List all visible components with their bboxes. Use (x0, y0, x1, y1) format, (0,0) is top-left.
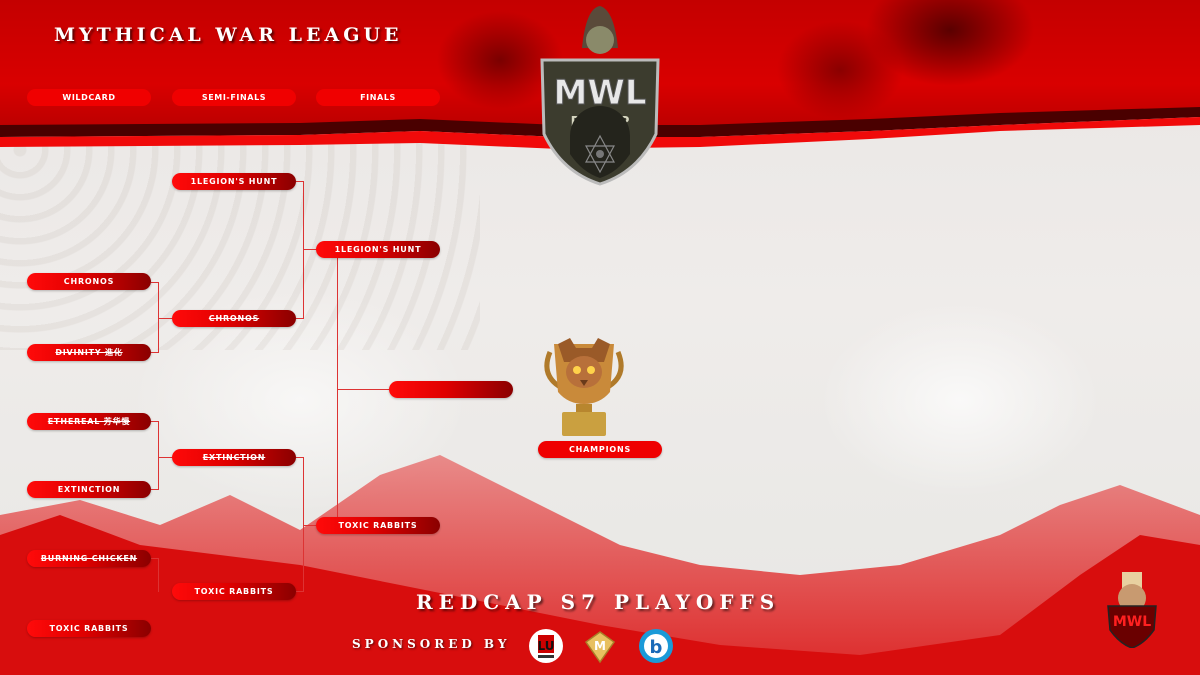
semifinal-team-3[interactable]: EXTINCTION (172, 449, 296, 466)
sponsored-by-label: SPONSORED BY (352, 637, 511, 651)
round-tab-semifinals[interactable]: SEMI-FINALS (172, 89, 296, 106)
connector (296, 318, 304, 319)
final-team-1[interactable]: 1LEGION'S HUNT (316, 241, 440, 258)
connector (151, 558, 159, 559)
wildcard-team-2[interactable]: DIVINITY 進化 (27, 344, 151, 361)
svg-text:M: M (594, 639, 606, 653)
wildcard-team-1[interactable]: CHRONOS (27, 273, 151, 290)
connector (151, 421, 159, 422)
league-title: MYTHICAL WAR LEAGUE (54, 24, 403, 46)
round-tab-finals[interactable]: FINALS (316, 89, 440, 106)
mwl-corner-logo: MWL (1107, 572, 1157, 648)
connector (158, 282, 159, 353)
winner-slot[interactable] (389, 381, 513, 398)
svg-text:MWL: MWL (1113, 614, 1151, 630)
semifinal-team-2[interactable]: CHRONOS (172, 310, 296, 327)
champions-label: CHAMPIONS (538, 441, 662, 458)
connector (151, 282, 159, 283)
playoffs-subtitle: REDCAP S7 PLAYOFFS (416, 590, 781, 614)
wildcard-team-4[interactable]: EXTINCTION (27, 481, 151, 498)
svg-text:b: b (650, 637, 663, 658)
connector (303, 457, 304, 592)
connector (296, 181, 304, 182)
semifinal-team-1[interactable]: 1LEGION'S HUNT (172, 173, 296, 190)
svg-text:LU: LU (538, 639, 555, 653)
connector (303, 181, 304, 319)
wildcard-team-3[interactable]: ETHEREAL 芳华慢 (27, 413, 151, 430)
mwl-redcap-logo: MWL REDCAP (540, 6, 660, 186)
semifinal-team-4[interactable]: TOXIC RABBITS (172, 583, 296, 600)
connector (337, 389, 389, 390)
connector (158, 318, 173, 319)
wildcard-team-5[interactable]: BURNING CHICKEN (27, 550, 151, 567)
b-sponsor-logo-icon: b (639, 629, 673, 663)
connector (303, 525, 317, 526)
connector (337, 258, 338, 517)
connector (303, 249, 317, 250)
connector (158, 421, 159, 490)
final-team-2[interactable]: TOXIC RABBITS (316, 517, 440, 534)
connector (296, 457, 304, 458)
round-tab-wildcard[interactable]: WILDCARD (27, 89, 151, 106)
connector (151, 352, 159, 353)
wildcard-team-6[interactable]: TOXIC RABBITS (27, 620, 151, 637)
league-sponsor-logo-icon: LU (529, 629, 563, 663)
connector (158, 457, 173, 458)
harmony-sponsor-logo-icon: M (584, 631, 616, 664)
connector (158, 558, 159, 592)
connector (151, 489, 159, 490)
trophy-icon (544, 338, 624, 436)
connector (296, 591, 304, 592)
